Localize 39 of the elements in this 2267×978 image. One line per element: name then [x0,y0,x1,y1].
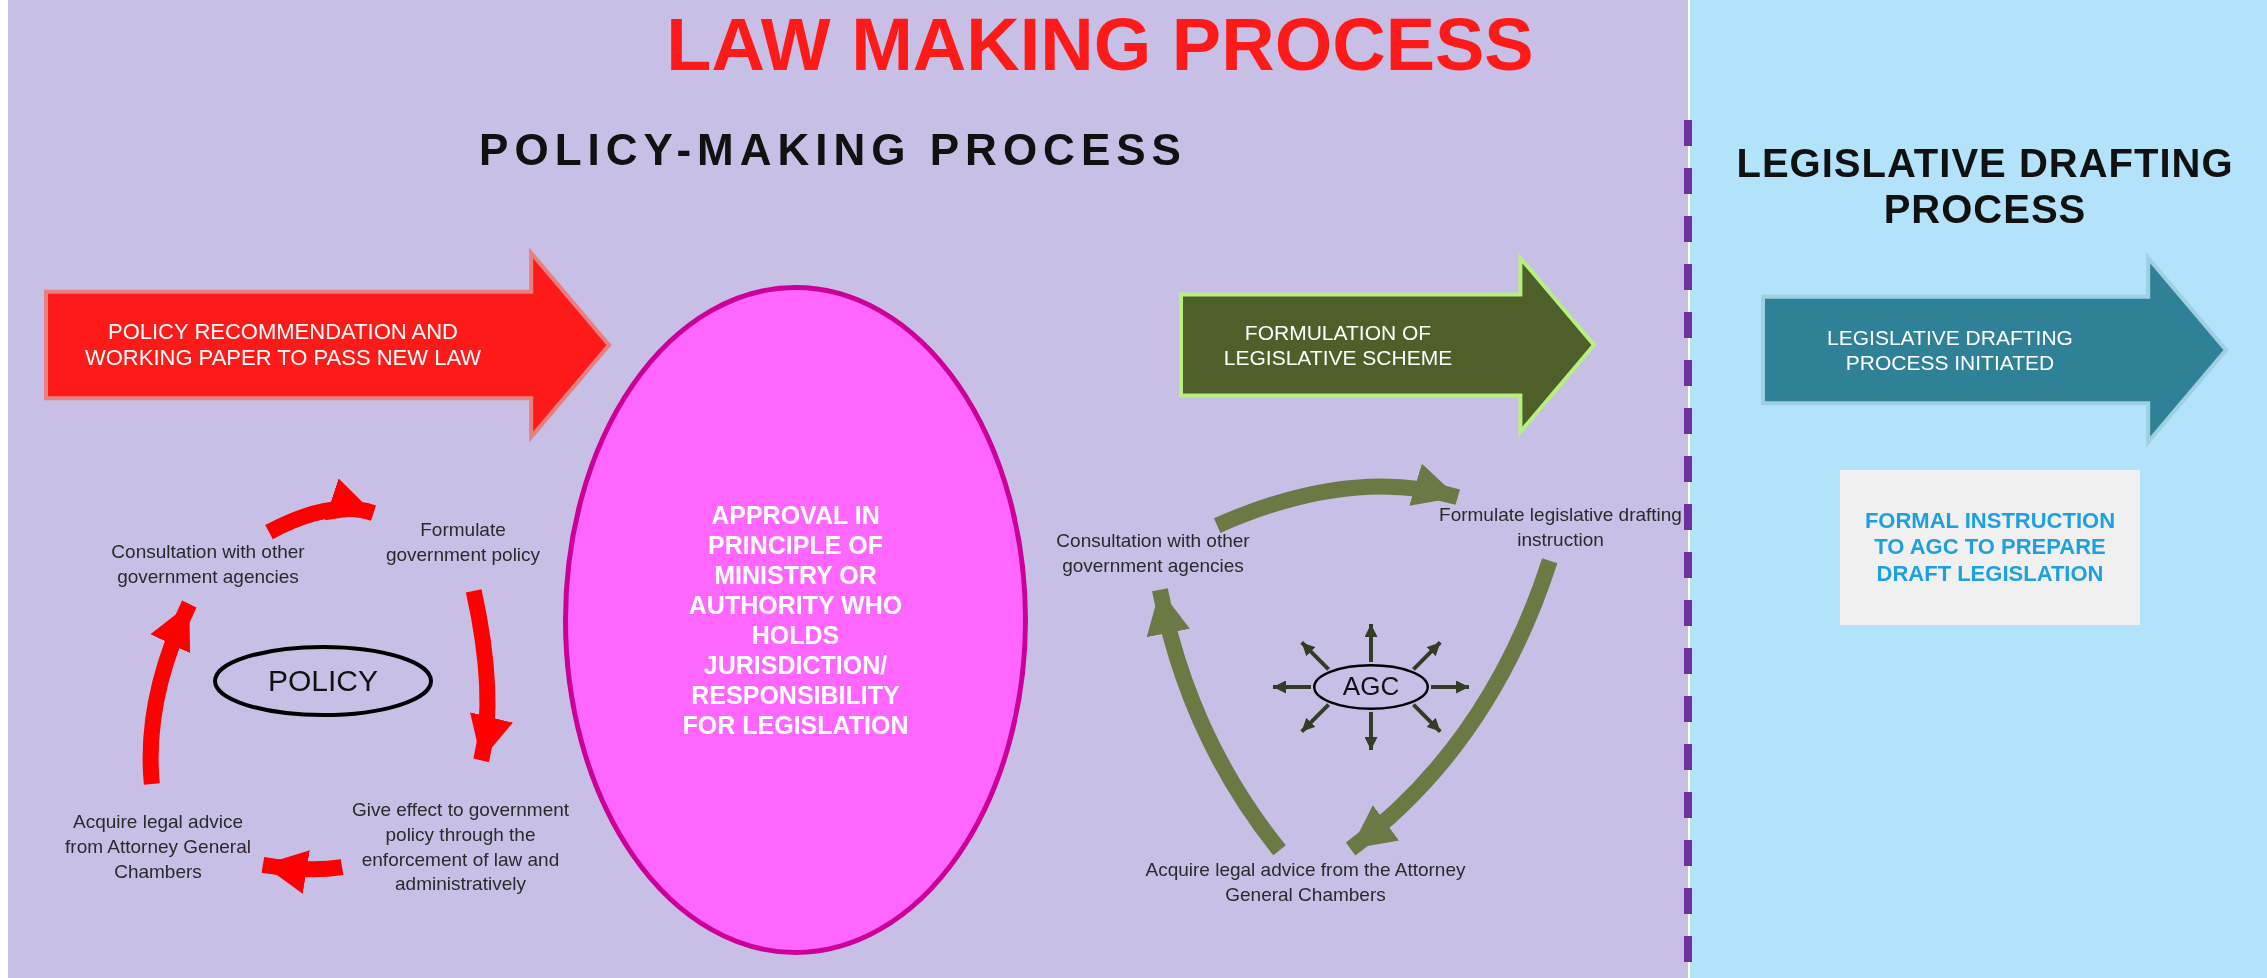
curved-arrow [142,600,197,785]
ellipse-shape [1313,664,1429,710]
arrow [1412,641,1442,671]
arrow [1300,703,1330,733]
arrow [1300,641,1330,671]
arrow [1364,624,1378,662]
step-text: Acquire legal advice from the Attorney General Chambers [1133,855,1478,910]
curved-arrow [465,589,512,762]
curved-arrow [1147,588,1286,856]
block-arrow [43,250,613,440]
arrow [1364,712,1378,750]
arrow-label: POLICY RECOMMENDATION AND WORKING PAPER TO PASS NEW LAW [83,318,483,372]
ellipse-shape [213,645,433,717]
arrow-label: FORMULATION OF LEGISLATIVE SCHEME [1222,319,1454,371]
ellipse-label: APPROVAL IN PRINCIPLE OF MINISTRY OR AUTHORITY WHO HOLDS JURISDICTION/ RESPONSIBILITY FOR LEGISLATION [681,500,910,740]
arrow-label: LEGISLATIVE DRAFTING PROCESS INITIATED [1826,324,2074,376]
process-panel [8,0,1688,978]
instruction-box: FORMAL INSTRUCTION TO AGC TO PREPARE DRAFT LEGISLATION [1840,470,2140,625]
curved-arrow [265,480,376,540]
block-arrow [1178,255,1598,435]
panel-heading: POLICY-MAKING PROCESS [478,125,1188,176]
arrow [1431,680,1469,694]
curved-arrow [1345,558,1558,856]
diagram-title: LAW MAKING PROCESS [665,1,1535,88]
step-text: Give effect to government policy through the enforcement of law and administratively [348,770,573,925]
step-text: Formulate government policy [383,500,543,585]
ellipse-label: AGC [1341,671,1401,703]
curved-arrow [1214,464,1460,533]
process-panel [1690,0,2267,978]
ellipse-label: POLICY [266,663,379,699]
arrow [1273,680,1311,694]
step-text: Consultation with other government agencies [63,535,353,595]
block-arrow [1760,255,2230,445]
panel-heading: LEGISLATIVE DRAFTING PROCESS [1735,140,2235,232]
step-text: Formulate legislative drafting instruction [1438,500,1683,555]
arrow [1412,703,1442,733]
curved-arrow [261,849,344,894]
step-text: Consultation with other government agencies [1048,528,1258,580]
step-text: Acquire legal advice from Attorney General Chambers [63,790,253,905]
